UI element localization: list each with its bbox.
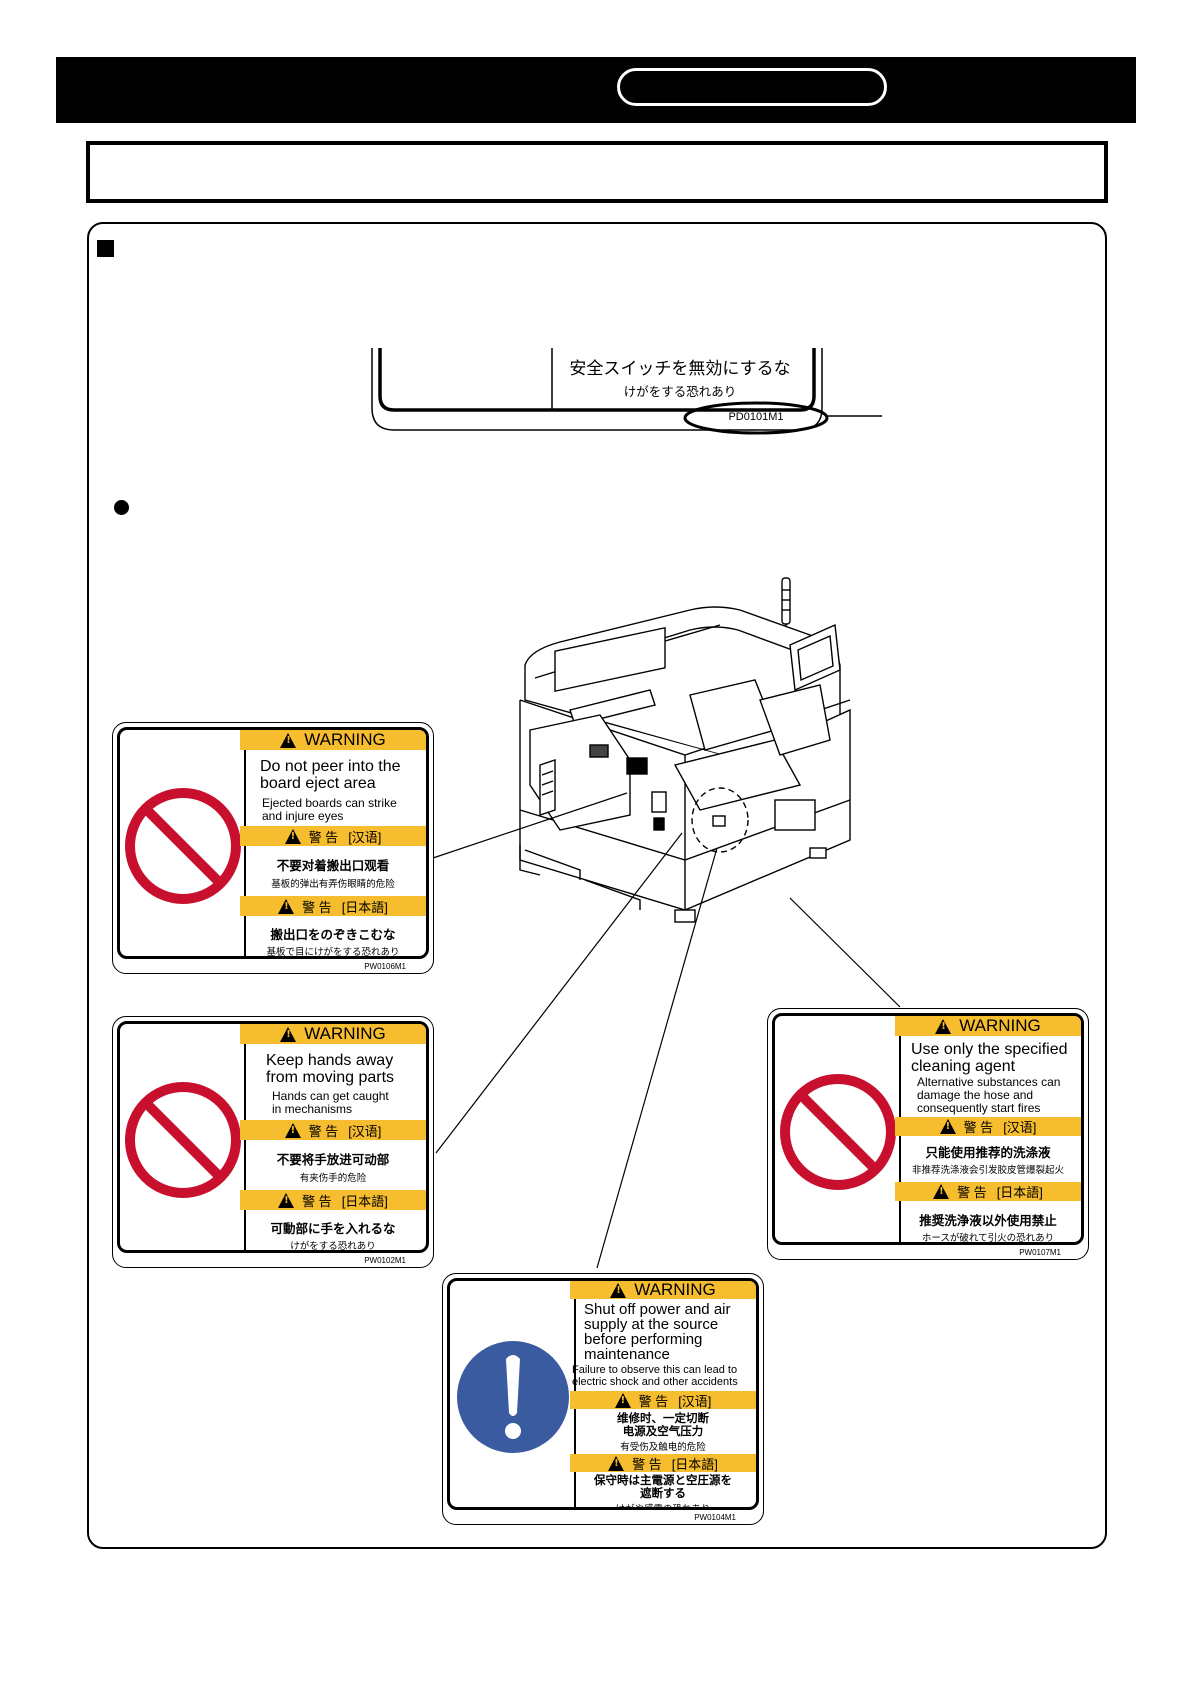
warning-text-ja: 保守時は主電源と空圧源を 遮断する bbox=[594, 1473, 732, 1500]
warning-subtext-en: Hands can get caught in mechanisms bbox=[272, 1089, 389, 1116]
warning-subtext-en: Failure to observe this can lead to elec… bbox=[572, 1364, 738, 1388]
warning-band-en: WARNING bbox=[895, 1016, 1081, 1036]
label-snippet bbox=[371, 348, 882, 435]
warning-triangle-icon bbox=[933, 1184, 950, 1199]
warning-text-en: Do not peer into the board eject area bbox=[260, 758, 401, 792]
warning-band-ja: 警 告[日本語] bbox=[240, 896, 426, 916]
warning-band-en: WARNING bbox=[570, 1281, 756, 1299]
machine-illustration bbox=[519, 577, 851, 923]
warning-triangle-icon bbox=[278, 898, 295, 914]
label-code: PW0106M1 bbox=[364, 962, 406, 971]
warning-band-en: WARNING bbox=[240, 730, 426, 750]
warning-subtext-zh: 有受伤及触电的危险 bbox=[620, 1442, 706, 1453]
warning-band-ja: 警 告[日本語] bbox=[895, 1182, 1081, 1201]
warning-triangle-icon bbox=[608, 1455, 625, 1471]
snippet-label-code: PD0101M1 bbox=[728, 411, 784, 423]
warning-band-zh: 警 告[汉语] bbox=[240, 826, 426, 846]
warning-band-zh: 警 告[汉语] bbox=[570, 1391, 756, 1409]
warning-triangle-icon bbox=[610, 1282, 627, 1298]
label-code: PW0107M1 bbox=[1019, 1248, 1061, 1257]
warning-text-ja: 可動部に手を入れるな bbox=[270, 1221, 396, 1236]
warning-triangle-icon bbox=[284, 1122, 301, 1138]
warning-text-ja: 搬出口をのぞきこむな bbox=[270, 927, 396, 942]
warning-subtext-zh: 有夹伤手的危险 bbox=[299, 1173, 367, 1184]
warning-subtext-zh: 非推荐洗涤液会引发胶皮管爆裂起火 bbox=[911, 1165, 1064, 1176]
warning-subtext-en: Alternative substances can damage the ho… bbox=[917, 1075, 1061, 1115]
header-bar bbox=[56, 57, 1136, 123]
content-panel bbox=[87, 222, 1107, 1549]
warning-subtext-zh: 基板的弹出有弄伤眼睛的危险 bbox=[271, 879, 395, 890]
title-box bbox=[86, 141, 1108, 203]
label-code: PW0102M1 bbox=[364, 1256, 406, 1265]
warning-triangle-icon bbox=[280, 732, 297, 748]
header-title-pill bbox=[617, 68, 887, 106]
warning-text-en: Use only the specified cleaning agent bbox=[911, 1041, 1068, 1075]
warning-label-eject-area: WARNING Do not peer into the board eject… bbox=[112, 722, 434, 974]
warning-text-en: Keep hands away from moving parts bbox=[266, 1052, 395, 1086]
prohibition-icon bbox=[780, 1074, 896, 1190]
section-marker bbox=[97, 240, 114, 257]
snippet-japanese-subtext: けがをする恐れあり bbox=[623, 384, 737, 399]
mandatory-action-icon bbox=[457, 1341, 569, 1453]
warning-band-zh: 警 告[汉语] bbox=[895, 1117, 1081, 1136]
warning-triangle-icon bbox=[280, 1026, 297, 1042]
warning-text-zh: 维修时、一定切断 电源及空气压力 bbox=[617, 1411, 709, 1438]
warning-text-zh: 不要对着搬出口观看 bbox=[276, 858, 390, 873]
snippet-japanese-warning: 安全スイッチを無効にするな bbox=[569, 359, 791, 379]
prohibition-icon bbox=[125, 1082, 241, 1198]
warning-text-en: Shut off power and air supply at the sou… bbox=[584, 1301, 731, 1363]
warning-triangle-icon bbox=[284, 828, 301, 844]
warning-label-cleaning-agent: WARNING Use only the specified cleaning … bbox=[767, 1008, 1089, 1260]
warning-label-moving-parts: WARNING Keep hands away from moving part… bbox=[112, 1016, 434, 1268]
warning-band-ja: 警 告[日本語] bbox=[570, 1454, 756, 1472]
warning-band-zh: 警 告[汉语] bbox=[240, 1120, 426, 1140]
label-code: PW0104M1 bbox=[694, 1513, 736, 1522]
warning-text-zh: 不要将手放进可动部 bbox=[276, 1152, 390, 1167]
warning-subtext-ja: けがをする恐れあり bbox=[290, 1241, 376, 1252]
warning-triangle-icon bbox=[278, 1192, 295, 1208]
code-highlight-ellipse bbox=[683, 401, 829, 435]
warning-subtext-ja: ホースが破れて引火の恐れあり bbox=[921, 1233, 1055, 1244]
warning-subtext-ja: 基板で目にけがをする恐れあり bbox=[266, 947, 400, 958]
bullet-marker bbox=[114, 500, 129, 515]
warning-triangle-icon bbox=[614, 1392, 631, 1408]
warning-subtext-ja: けがや感電の恐れあり bbox=[615, 1504, 711, 1510]
warning-text-ja: 推奨洗浄液以外使用禁止 bbox=[919, 1213, 1057, 1228]
warning-label-shut-off-power: WARNING Shut off power and air supply at… bbox=[442, 1273, 764, 1525]
warning-triangle-icon bbox=[939, 1119, 956, 1134]
warning-band-ja: 警 告[日本語] bbox=[240, 1190, 426, 1210]
warning-band-en: WARNING bbox=[240, 1024, 426, 1044]
prohibition-icon bbox=[125, 788, 241, 904]
warning-text-zh: 只能使用推荐的洗涤液 bbox=[925, 1145, 1051, 1160]
warning-triangle-icon bbox=[935, 1018, 952, 1034]
warning-subtext-en: Ejected boards can strike and injure eye… bbox=[262, 796, 397, 823]
